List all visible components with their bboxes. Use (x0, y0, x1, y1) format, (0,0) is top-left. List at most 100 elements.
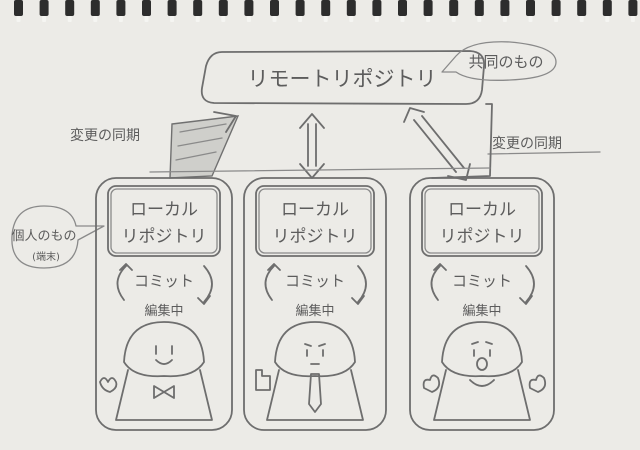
person-face-surprised (471, 341, 493, 357)
binding-hole (42, 16, 47, 22)
binding-hole (246, 16, 251, 22)
local-repository-label-line1: ローカル (448, 200, 516, 220)
person-head (441, 321, 523, 378)
shared-note: 共同のもの (441, 41, 557, 81)
commit-cycle-arrow-left (264, 263, 281, 301)
binding-ring (90, 0, 100, 16)
binding-hole (272, 16, 277, 22)
binding-ring (474, 0, 484, 16)
editing-label: 編集中 (295, 303, 334, 319)
necktie-icon (308, 373, 322, 413)
binding-hole (605, 16, 610, 22)
person-body (433, 369, 531, 421)
binding-hole (298, 16, 303, 22)
binding-ring (346, 0, 356, 16)
commit-cycle-arrow-right (519, 265, 535, 305)
person-head (123, 321, 205, 378)
binding-hole (195, 16, 200, 22)
binding-hole (349, 16, 354, 22)
binding-hole (93, 16, 98, 22)
person-head (274, 321, 356, 378)
commit-cycle-arrow-right (351, 265, 367, 305)
binding-hole (67, 16, 72, 22)
binding-hole (502, 16, 507, 22)
binding-ring (500, 0, 510, 16)
binding-hole (221, 16, 226, 22)
binding-hole (374, 16, 379, 22)
binding-ring (116, 0, 126, 16)
person-body (115, 369, 213, 421)
person-collar (469, 379, 495, 387)
commit-cycle-arrow-left (430, 263, 447, 301)
workspace-frame (95, 177, 233, 431)
binding-hole (477, 16, 482, 22)
binding-ring (423, 0, 433, 16)
binding-ring (142, 0, 151, 16)
binding-hole (170, 16, 175, 22)
binding-ring (577, 0, 587, 16)
sync-arrow-left (169, 111, 240, 179)
personal-note-sub: (端末) (32, 250, 60, 263)
binding-hole (118, 16, 123, 22)
binding-ring (193, 0, 203, 16)
binding-ring (65, 0, 75, 16)
workspace-frame (243, 177, 387, 431)
remote-repository-label: リモートリポジトリ (248, 67, 437, 91)
commit-label: コミット (452, 272, 512, 290)
sync-label-left: 変更の同期 (70, 127, 140, 144)
sync-label-right-underline (487, 151, 601, 155)
binding-hole (323, 16, 328, 22)
left-hand-icon (422, 374, 441, 393)
local-repository-box (255, 185, 375, 257)
binding-ring (39, 0, 49, 16)
local-repository-box-inner (258, 188, 372, 254)
local-repository-label-line1: ローカル (130, 200, 198, 220)
binding-ring (449, 0, 459, 16)
commit-cycle-arrow-left (116, 263, 133, 301)
person-face-calm (304, 343, 326, 365)
local-repository-label-line2: リポジトリ (122, 227, 207, 247)
spiral-binding (14, 0, 638, 22)
sync-label-right: 変更の同期 (492, 135, 562, 152)
personal-note: 個人のもの (端末) (11, 205, 105, 269)
commit-label: コミット (285, 272, 345, 290)
binding-ring (14, 0, 23, 16)
binding-ring (167, 0, 177, 16)
commit-cycle-arrow-right (197, 265, 213, 305)
local-repository-label-line2: リポジトリ (440, 227, 525, 247)
binding-hole (16, 16, 21, 22)
local-repository-box-inner (424, 188, 540, 254)
thumbs-up-icon (255, 369, 271, 391)
binding-ring (628, 0, 638, 16)
shared-note-label: 共同のもの (468, 53, 543, 71)
personal-note-bubble (11, 205, 105, 269)
person-mouth-open (476, 357, 488, 371)
editing-label: 編集中 (144, 303, 183, 319)
binding-ring (372, 0, 382, 16)
binding-ring (270, 0, 279, 16)
sync-bracket-right (431, 103, 493, 179)
binding-hole (400, 16, 405, 22)
personal-note-label: 個人のもの (11, 229, 76, 244)
binding-ring (602, 0, 612, 16)
editing-label: 編集中 (462, 303, 501, 319)
local-repository-label-line2: リポジトリ (273, 227, 358, 247)
binding-ring (295, 0, 305, 16)
binding-ring (218, 0, 228, 16)
binding-hole (579, 16, 584, 22)
binding-ring (244, 0, 254, 16)
bow-tie-icon (153, 385, 175, 399)
sync-connector-line (149, 167, 491, 173)
binding-hole (451, 16, 456, 22)
person-face-smile (155, 345, 173, 365)
binding-hole (554, 16, 559, 22)
right-hand-icon (528, 374, 547, 393)
commit-label: コミット (134, 272, 194, 290)
local-repository-box (421, 185, 543, 257)
binding-hole (528, 16, 533, 22)
sync-arrow-middle (299, 113, 325, 179)
binding-hole (426, 16, 431, 22)
